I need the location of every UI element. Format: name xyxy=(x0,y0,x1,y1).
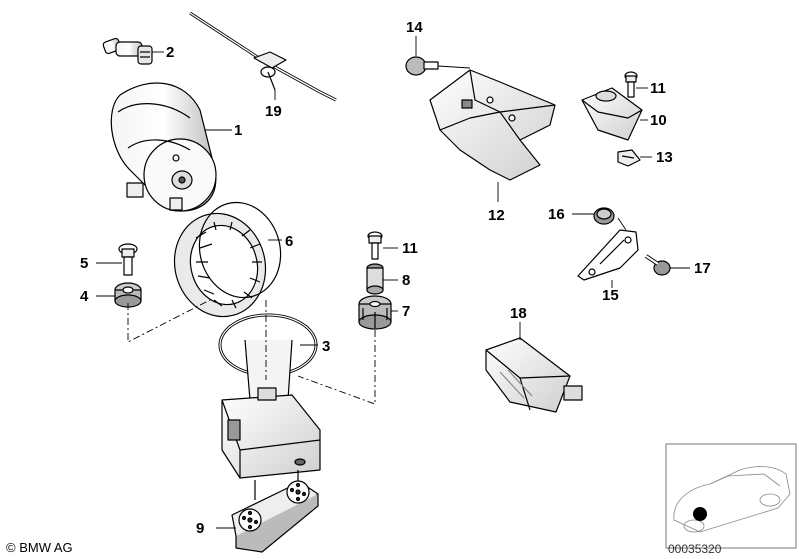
callout-5: 5 xyxy=(80,255,88,272)
part-11-bolt-right xyxy=(624,71,638,98)
part-9-buffer-bar xyxy=(231,470,319,553)
part-17-screw xyxy=(644,254,671,276)
callout-4: 4 xyxy=(80,288,89,305)
part-7-grommet xyxy=(358,295,392,330)
part-3-mounting-bracket xyxy=(218,313,321,479)
callout-14: 14 xyxy=(406,19,423,36)
part-14-bolt xyxy=(405,56,439,76)
callout-10: 10 xyxy=(650,112,667,129)
vehicle-location-inset xyxy=(665,443,797,549)
callout-6: 6 xyxy=(285,233,293,250)
callout-11-left: 11 xyxy=(402,240,418,257)
callout-19: 19 xyxy=(265,103,282,120)
part-18-control-unit xyxy=(485,337,583,413)
part-16-grommet xyxy=(593,207,615,225)
part-12-bracket xyxy=(429,69,556,181)
callout-8: 8 xyxy=(402,272,410,289)
diagram-number: 00035320 xyxy=(668,542,722,556)
part-6-ring-gear xyxy=(173,201,282,318)
callout-17: 17 xyxy=(694,260,711,277)
callout-9: 9 xyxy=(196,520,204,537)
leader-lines xyxy=(96,36,690,529)
part-19-cable-strap xyxy=(189,11,337,102)
part-1-pump-motor xyxy=(110,82,217,212)
part-2-angled-fitting xyxy=(102,37,153,65)
part-10-sensor xyxy=(581,87,643,141)
callout-11-right: 11 xyxy=(650,80,666,97)
callout-13: 13 xyxy=(656,149,673,166)
part-8-spacer-sleeve xyxy=(366,263,384,295)
callout-7: 7 xyxy=(402,303,410,320)
callout-16: 16 xyxy=(548,206,565,223)
callout-labels: 2 1 6 3 5 4 11 8 7 9 19 14 12 11 10 13 1… xyxy=(80,19,711,537)
callout-1: 1 xyxy=(234,122,242,139)
assembly-guide-lines xyxy=(127,299,376,405)
part-4-rubber-mount xyxy=(114,282,142,308)
part-11-bolt-left xyxy=(367,231,383,260)
copyright-label: © BMW AG xyxy=(6,540,73,555)
callout-12: 12 xyxy=(488,207,505,224)
callout-3: 3 xyxy=(322,338,330,355)
part-5-bolt xyxy=(118,243,138,276)
callout-2: 2 xyxy=(166,44,174,61)
part-15-plate-bracket xyxy=(577,229,639,281)
part-13-clip-nut xyxy=(617,149,641,167)
callout-15: 15 xyxy=(602,287,619,304)
callout-18: 18 xyxy=(510,305,527,322)
